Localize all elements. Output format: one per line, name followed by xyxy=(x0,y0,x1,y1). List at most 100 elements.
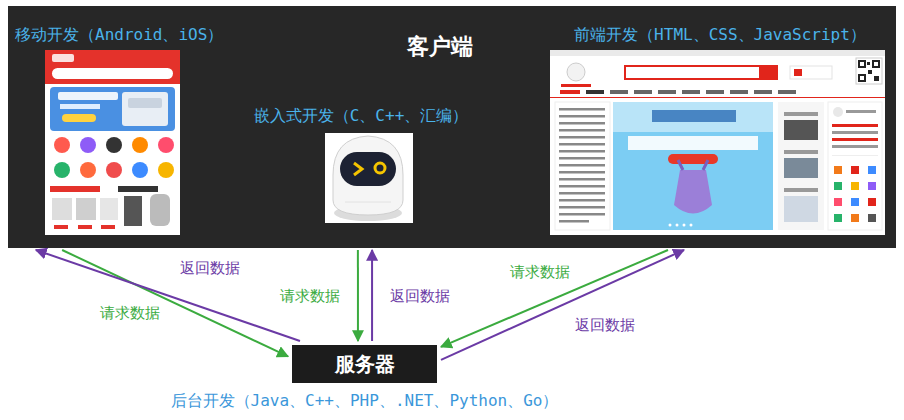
web-screenshot xyxy=(784,188,818,192)
client-panel-fill xyxy=(8,6,896,248)
web-screenshot xyxy=(674,170,712,214)
web-screenshot xyxy=(730,90,748,94)
web-screenshot xyxy=(559,206,605,209)
web-screenshot xyxy=(559,136,605,139)
web-screenshot xyxy=(790,66,832,79)
robot-device xyxy=(325,133,413,223)
mobile-screenshot xyxy=(158,162,174,178)
panel-title: 客户端 xyxy=(407,34,473,60)
edge-label: 请求数据 xyxy=(280,287,340,305)
mobile-screenshot xyxy=(45,50,180,235)
web-screenshot xyxy=(860,62,864,66)
web-screenshot xyxy=(784,112,818,116)
robot-device xyxy=(325,133,413,223)
mobile-client: 移动开发（Android、iOS） xyxy=(12,20,244,246)
mobile-screenshot xyxy=(132,137,148,153)
web-screenshot xyxy=(868,214,876,222)
web-screenshot xyxy=(833,107,843,117)
mobile-screenshot xyxy=(158,137,174,153)
web-screenshot xyxy=(754,90,772,94)
web-screenshot xyxy=(868,182,876,190)
client-heading: 前端开发（HTML、CSS、JavaScript） xyxy=(574,25,866,44)
robot-device xyxy=(333,136,403,215)
web-screenshot xyxy=(846,110,876,113)
web-screenshot xyxy=(668,154,718,164)
web-screenshot xyxy=(559,115,605,118)
web-screenshot xyxy=(834,198,842,206)
web-screenshot xyxy=(559,108,605,111)
robot-device xyxy=(340,152,396,186)
mobile-screenshot xyxy=(54,225,68,229)
web-screenshot xyxy=(613,102,773,230)
web-screenshot xyxy=(559,192,605,195)
robot-device xyxy=(354,163,362,175)
web-screenshot xyxy=(560,90,580,94)
mobile-screenshot xyxy=(128,98,162,108)
return-arrow xyxy=(371,250,373,341)
web-screenshot xyxy=(784,150,818,154)
mobile-screenshot xyxy=(76,198,96,220)
web-screenshot xyxy=(784,120,818,140)
web-screenshot xyxy=(559,199,605,202)
web-screenshot xyxy=(784,196,818,222)
web-screenshot xyxy=(851,198,859,206)
web-screenshot xyxy=(860,76,864,80)
connector-group xyxy=(36,250,684,360)
web-screenshot xyxy=(832,131,878,134)
edge-label: 返回数据 xyxy=(575,316,635,334)
web-screenshot xyxy=(690,224,693,227)
mobile-screenshot xyxy=(132,162,148,178)
web-screenshot xyxy=(874,62,878,66)
web-screenshot xyxy=(678,160,708,170)
mobile-screenshot xyxy=(54,137,70,153)
web-screenshot xyxy=(559,157,605,160)
mobile-screenshot xyxy=(45,50,180,235)
web-screenshot xyxy=(676,224,679,227)
web-screenshot xyxy=(832,155,878,156)
web-screenshot xyxy=(834,166,842,174)
web-screenshot xyxy=(559,213,605,216)
web-screenshot xyxy=(559,150,605,153)
edge-label: 返回数据 xyxy=(180,259,240,277)
web-screenshot xyxy=(559,164,605,167)
web-client: 前端开发（HTML、CSS、JavaScript） xyxy=(550,20,890,246)
request-arrow xyxy=(357,250,359,341)
web-screenshot xyxy=(669,224,672,227)
web-screenshot xyxy=(858,74,866,82)
mobile-screenshot xyxy=(124,196,142,226)
mobile-screenshot xyxy=(52,198,72,220)
web-screenshot xyxy=(559,178,605,181)
mobile-screenshot xyxy=(100,198,118,220)
server-caption: 后台开发（Java、C++、PHP、.NET、Python、Go） xyxy=(171,391,559,410)
web-screenshot xyxy=(658,90,676,94)
web-screenshot xyxy=(874,76,879,81)
web-screenshot xyxy=(872,60,880,68)
web-screenshot xyxy=(851,166,859,174)
mobile-screenshot xyxy=(106,137,122,153)
web-screenshot xyxy=(828,102,882,230)
web-screenshot xyxy=(682,90,700,94)
client-panel: 移动开发（Android、iOS）嵌入式开发（C、C++、汇编）前端开发（HTM… xyxy=(8,6,896,248)
web-screenshot xyxy=(559,129,605,132)
request-arrow xyxy=(62,250,288,356)
web-screenshot xyxy=(851,182,859,190)
robot-device xyxy=(375,163,385,173)
robot-device xyxy=(345,202,391,203)
client-heading: 移动开发（Android、iOS） xyxy=(15,25,223,44)
web-screenshot xyxy=(559,220,589,223)
mobile-screenshot xyxy=(122,92,168,126)
web-screenshot xyxy=(868,198,876,206)
mobile-screenshot xyxy=(101,225,115,229)
web-screenshot xyxy=(559,185,605,188)
web-screenshot xyxy=(561,84,591,87)
web-screenshot xyxy=(760,65,778,80)
mobile-screenshot xyxy=(45,50,180,84)
server-box: 服务器后台开发（Java、C++、PHP、.NET、Python、Go） xyxy=(292,345,437,383)
web-screenshot xyxy=(834,182,842,190)
mobile-screenshot xyxy=(58,92,118,100)
web-screenshot xyxy=(555,102,610,230)
web-screenshot xyxy=(559,171,605,174)
